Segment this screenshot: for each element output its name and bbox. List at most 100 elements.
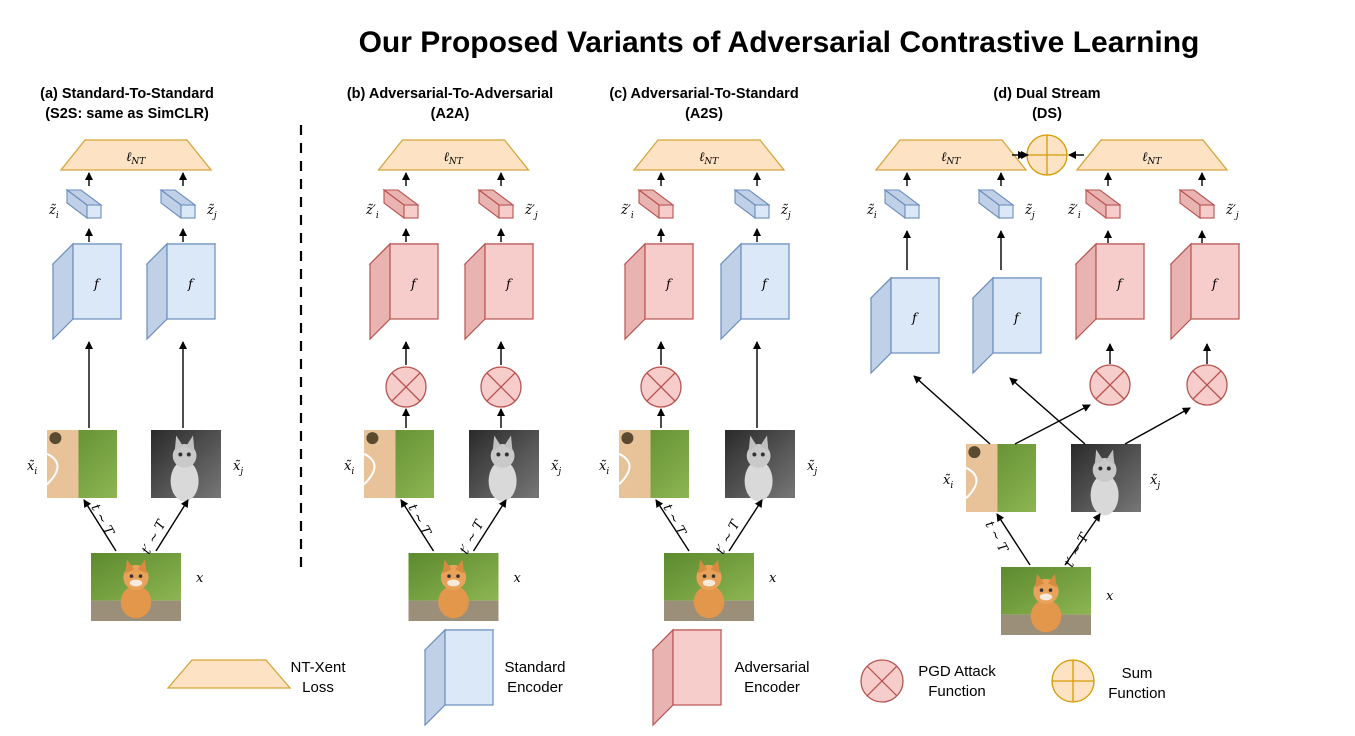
panel-a-t-label: t ~ T (87, 502, 116, 539)
cat-body (120, 585, 152, 619)
cat-whisker (46, 452, 59, 486)
panel-a-xi-label-sub: i (34, 467, 37, 477)
panel-d-z-label-3-sub: j (1234, 211, 1239, 221)
panel-d-xi-label-main: x̃ (943, 473, 951, 488)
cat-head (746, 443, 771, 468)
cat-eye-l (496, 452, 501, 457)
panel-d-z-label-2: z̃′i (1067, 203, 1081, 221)
encoder-front (644, 243, 694, 320)
z-front (180, 204, 196, 219)
encoder-side (972, 276, 994, 375)
panel-d-xj-label-sub: j (1155, 481, 1160, 491)
legend-standard-line1: Standard (505, 659, 566, 676)
nt-xent-trapezoid (1075, 139, 1229, 171)
legend-encoder-side (424, 628, 446, 727)
cat-head (490, 443, 515, 468)
panel-c-zj-label: z̃j (780, 203, 791, 221)
cat-eye-l (1098, 466, 1103, 471)
panel-d-xi-label-sub: i (950, 481, 953, 491)
pgd-cross-b (1192, 370, 1222, 400)
panel-d-z-block-2 (1084, 188, 1122, 220)
panel-d-z-label-3: z̃′j (1225, 203, 1239, 221)
loss-sub: NT (448, 157, 464, 167)
panel-b-encoder-right: f (463, 242, 535, 341)
panel-b-x-label: x (514, 571, 522, 586)
cat-body (744, 460, 773, 502)
panel-c-photo-xi (618, 430, 689, 498)
panel-d-z-label-2-main: z̃′ (1067, 203, 1078, 218)
panel-a-zj-label-main: z̃ (206, 203, 214, 218)
panel-headings: (a) Standard-To-Standard (S2S: same as S… (40, 86, 1100, 122)
nt-xent-trapezoid (377, 139, 530, 171)
loss-symbol: ℓ (126, 150, 132, 165)
panel-a-xj-label-sub: j (238, 467, 243, 477)
encoder-label: f (665, 278, 673, 293)
panel-c-zi-label-sub: i (631, 211, 634, 221)
panel-a-zi-label-main: z̃ (48, 203, 56, 218)
panel-a-photo-xi (46, 430, 117, 498)
encoder-side (146, 242, 168, 341)
encoder-label: f (761, 278, 769, 293)
panel-c-zj-block (733, 188, 771, 220)
legend-loss-line2: Loss (302, 679, 334, 696)
panel-d-photo-xi (965, 444, 1036, 512)
panel-b-photo-x (408, 553, 499, 621)
loss-label: ℓNT (941, 150, 961, 167)
cat-eye (366, 432, 379, 445)
encoder-front (1095, 243, 1145, 320)
legend-sum-icon (1051, 659, 1095, 703)
cat-ear-r (504, 435, 513, 451)
legend-encoder-front (672, 629, 722, 706)
cat-whisker (618, 452, 631, 486)
loss-sub: NT (130, 157, 146, 167)
panel-c-zi-block (637, 188, 675, 220)
panel-c-arrow-x-xj (728, 499, 763, 552)
panel-b-subtitle: (A2A) (431, 106, 470, 122)
panel-d-xj-label-main: x̃ (1150, 473, 1158, 488)
z-front (86, 204, 102, 219)
nt-xent-trapezoid (874, 139, 1028, 171)
cat-muzzle (1039, 593, 1053, 601)
encoder-label: f (505, 278, 513, 293)
cat-body (1030, 599, 1062, 633)
legend-encoder-front (444, 629, 494, 706)
loss-symbol: ℓ (699, 150, 705, 165)
loss-label: ℓNT (1142, 150, 1162, 167)
cat-eye-l (752, 452, 757, 457)
cat-ear-r (760, 435, 769, 451)
panel-d-arrow-x-xj (1064, 513, 1101, 566)
panel-c-zj-label-main: z̃ (780, 203, 788, 218)
legend-encoder-side (652, 628, 674, 727)
panel-d-title: (d) Dual Stream (993, 86, 1100, 102)
panel-c-photo-xj (725, 430, 795, 502)
panel-b-zi-label-sub: i (376, 211, 379, 221)
encoder-side (720, 242, 742, 341)
panel-d-tprime-label: t′ ~ T (1062, 530, 1093, 570)
panel-a-xi-label-main: x̃ (27, 459, 35, 474)
panel-a-zj-block (159, 188, 197, 220)
panel-a-xj-label: x̃j (233, 459, 243, 477)
encoder-side (1075, 242, 1097, 341)
cat-ear-l (748, 435, 758, 451)
panel-c-subtitle: (A2S) (685, 106, 723, 122)
legend-loss-icon (166, 659, 292, 689)
z-front (403, 204, 419, 219)
panel-d-z-label-1-main: z̃ (1024, 203, 1032, 218)
cat-eye-l (702, 574, 707, 578)
panel-d-z-label-3-main: z̃′ (1225, 203, 1236, 218)
panel-a-xi-label: x̃i (27, 459, 37, 477)
cat-body (1090, 474, 1119, 516)
cat-muzzle (702, 579, 716, 587)
cat-ear-l (442, 559, 452, 574)
panel-d-z-block-3 (1178, 188, 1216, 220)
nt-xent-trapezoid (59, 139, 213, 171)
cat-eye-r (504, 452, 509, 457)
panel-b-encoder-left: f (368, 242, 440, 341)
cat-eye (49, 432, 62, 445)
panel-c-arrow-x-xi (655, 499, 690, 552)
cat-ear-l (125, 559, 135, 574)
z-front (1199, 204, 1215, 219)
panel-c-photo-x (664, 553, 754, 621)
loss-symbol: ℓ (1142, 150, 1148, 165)
